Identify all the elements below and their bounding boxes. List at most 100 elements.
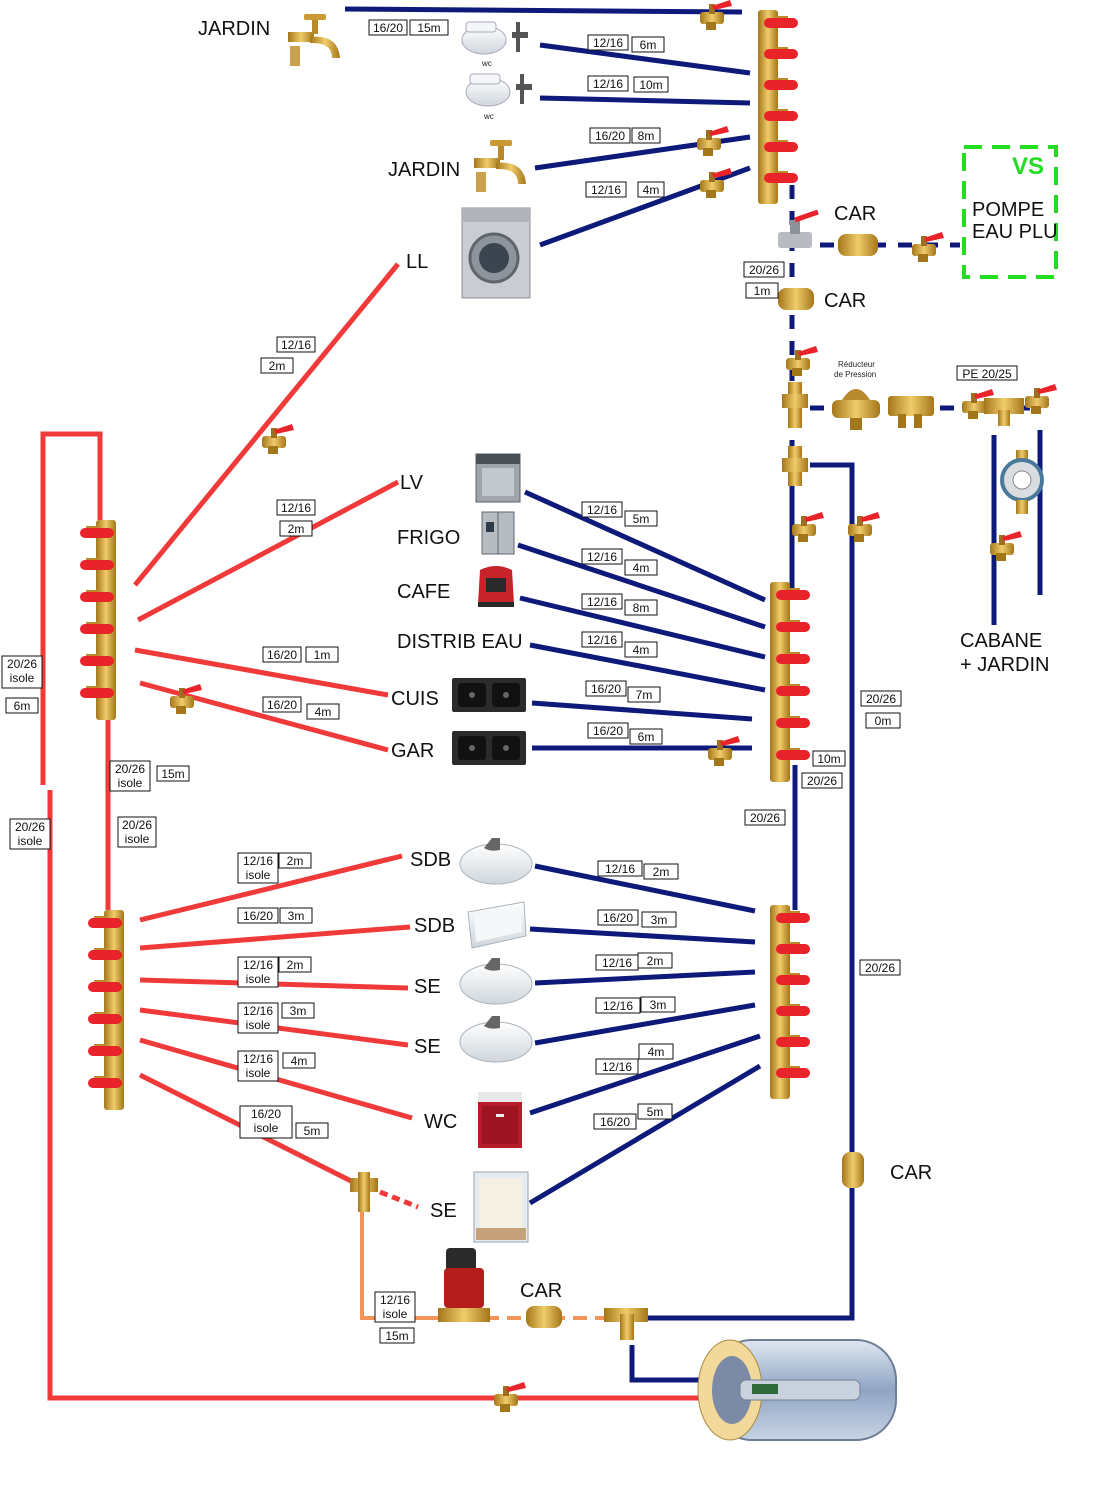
ball-valve-icon bbox=[700, 168, 732, 198]
pipe-spec-text: 1m bbox=[314, 648, 331, 662]
cold-pipe-wc2 bbox=[539, 95, 751, 106]
pipe-spec-text: 20/26 bbox=[749, 263, 779, 277]
pipe-spec-tag: 12/16 bbox=[581, 548, 623, 565]
ball-valve-icon bbox=[912, 232, 944, 262]
label-cabane-1: CABANE bbox=[960, 630, 1042, 652]
pipe-spec-text: 2m bbox=[287, 958, 304, 972]
pipe-spec-tag: 15m bbox=[379, 1327, 415, 1344]
pipe-spec-tag: 12/16 bbox=[581, 501, 623, 518]
pipe-spec-text: 16/20 bbox=[251, 1107, 281, 1121]
pipe-spec-text: 1m bbox=[754, 284, 771, 298]
hot-pipe-ll bbox=[133, 262, 400, 587]
collector-valve-icon bbox=[776, 973, 810, 985]
label-sdb2: SDB bbox=[414, 915, 455, 937]
pipe-spec-tag: 1m bbox=[305, 646, 339, 663]
pipe-spec-tag: 12/16 bbox=[595, 997, 641, 1014]
collector-valve-icon bbox=[776, 716, 810, 728]
collector-valve-icon bbox=[88, 1044, 122, 1056]
cold-pipe-se3 bbox=[528, 1063, 762, 1206]
ball-valve-icon bbox=[262, 424, 294, 454]
pipe-spec-tag: 3m bbox=[279, 907, 313, 924]
cold-collector-top bbox=[758, 10, 798, 204]
pipe-spec-text: 3m bbox=[290, 1004, 307, 1018]
pipe-spec-text: 4m bbox=[633, 561, 650, 575]
collector-valve-icon bbox=[80, 654, 114, 666]
cold-pipe-cuis bbox=[531, 700, 753, 722]
pipe-spec-text: 3m bbox=[650, 998, 667, 1012]
pipe-spec-text: 20/26 bbox=[807, 774, 837, 788]
pipe-spec-tag: 12/16 bbox=[276, 499, 316, 516]
label-jardin-mid: JARDIN bbox=[388, 159, 460, 181]
pipe-spec-tag: 4m bbox=[624, 641, 658, 658]
pipe-spec-tag: 4m bbox=[624, 559, 658, 576]
collector-valve-icon bbox=[776, 588, 810, 600]
pipe-spec-text: 16/20 bbox=[593, 724, 623, 738]
three-way-valve-icon bbox=[778, 209, 819, 248]
pipe-spec-tag: 2m bbox=[279, 520, 313, 537]
collector-valve-icon bbox=[88, 1076, 122, 1088]
pipe-spec-text: isole bbox=[125, 832, 150, 846]
label-jardin-top: JARDIN bbox=[198, 18, 270, 40]
cold-pipe-wc1 bbox=[539, 42, 751, 76]
fixture-icons: wc wc bbox=[288, 14, 1044, 1441]
pipe-spec-text: 12/16 bbox=[602, 956, 632, 970]
tee-fitting-icon bbox=[782, 382, 808, 428]
label-gar: GAR bbox=[391, 740, 434, 762]
collector-valve-icon bbox=[776, 652, 810, 664]
pipe-spec-text: isole bbox=[254, 1121, 279, 1135]
cold-pipe-boiler-feed bbox=[629, 1345, 700, 1383]
pipe-spec-text: 12/16 bbox=[243, 1004, 273, 1018]
pipe-spec-text: 6m bbox=[640, 38, 657, 52]
tee-fitting-icon bbox=[350, 1172, 378, 1212]
pipe-spec-tag: 12/16 bbox=[587, 34, 629, 51]
kitchen-sink-icon bbox=[452, 731, 526, 765]
hot-pipe-loop-outer bbox=[40, 431, 103, 785]
pipe-spec-tag: 16/20 bbox=[597, 909, 639, 926]
cold-pipe-se2 bbox=[534, 1002, 756, 1046]
pipe-spec-text: 12/16 bbox=[587, 633, 617, 647]
pipe-spec-tag: 20/26 bbox=[743, 261, 785, 278]
pipe-spec-text: 16/20 bbox=[600, 1115, 630, 1129]
cold-collector-bottom bbox=[770, 905, 810, 1099]
pipe-spec-text: 2m bbox=[269, 359, 286, 373]
label-se1: SE bbox=[414, 976, 441, 998]
pipe-spec-text: 7m bbox=[636, 688, 653, 702]
label-reducteur-1: Réducteur bbox=[838, 360, 875, 369]
pipe-spec-text: 12/16 bbox=[602, 1060, 632, 1074]
pipe-spec-tag: 8m bbox=[631, 127, 661, 144]
ball-valve-icon bbox=[170, 684, 202, 714]
label-se3: SE bbox=[430, 1200, 457, 1222]
collector-valve-icon bbox=[80, 622, 114, 634]
label-wc: WC bbox=[424, 1111, 457, 1133]
cold-pipe-se1 bbox=[534, 969, 756, 986]
pipe-spec-text: 8m bbox=[638, 129, 655, 143]
wc-small-label: wc bbox=[483, 112, 494, 121]
pipe-spec-tag: 6m bbox=[5, 697, 39, 714]
collector-valve-icon bbox=[88, 948, 122, 960]
hot-pipe-sdb1 bbox=[139, 853, 403, 923]
label-car3: CAR bbox=[890, 1162, 932, 1184]
ball-valve-icon bbox=[494, 1382, 526, 1412]
pipe-spec-tag: 10m bbox=[633, 76, 669, 93]
label-car4: CAR bbox=[520, 1280, 562, 1302]
collector-valve-icon bbox=[776, 620, 810, 632]
pipe-spec-text: 20/26 bbox=[865, 961, 895, 975]
pipe-spec-tag: 16/20 bbox=[589, 127, 631, 144]
pipe-spec-text: 12/16 bbox=[587, 503, 617, 517]
pipe-spec-text: 4m bbox=[291, 1054, 308, 1068]
pipe-spec-tag: 15m bbox=[409, 19, 449, 36]
rainwater-pump-box bbox=[962, 145, 1058, 279]
pipe-spec-text: isole bbox=[246, 1018, 271, 1032]
pipe-spec-tag: 3m bbox=[281, 1002, 315, 1019]
cold-pipe-ll bbox=[539, 165, 751, 248]
label-se2: SE bbox=[414, 1036, 441, 1058]
label-car1: CAR bbox=[834, 203, 876, 225]
ball-valve-icon bbox=[848, 512, 880, 542]
pipe-spec-tag: 16/20 bbox=[262, 696, 302, 713]
pipe-spec-text: 16/20 bbox=[243, 909, 273, 923]
ball-valve-icon bbox=[697, 126, 729, 156]
circulation-pump-icon bbox=[438, 1248, 490, 1322]
